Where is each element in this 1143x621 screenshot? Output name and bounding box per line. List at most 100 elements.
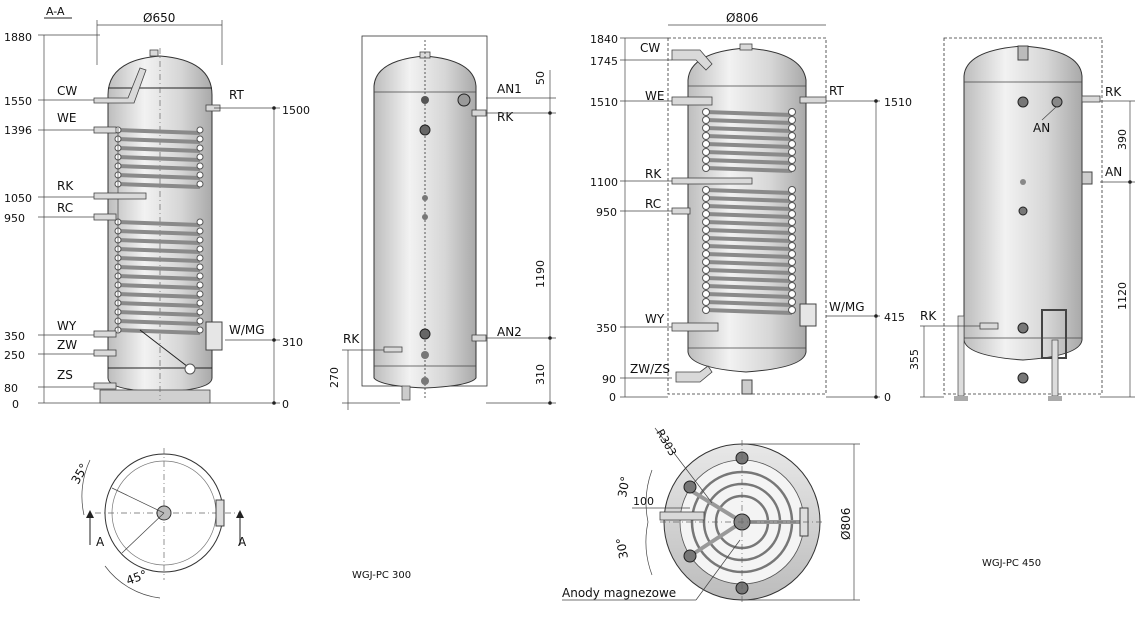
label-zwzs-450: ZW/ZS [630,362,670,376]
dim-950: 950 [4,212,25,225]
coil-turn [705,276,793,283]
coil-tube-section [702,132,710,140]
coil-tube-section [702,148,710,156]
dim-355: 355 [908,349,921,370]
wgj-pc300-section-view: A-A 1880 1550 1396 1050 950 350 250 80 0… [4,5,310,411]
coil-turn [705,268,793,275]
coil-tube-section [702,116,710,124]
coil-tube-section [702,186,710,194]
coil-turn [705,150,793,157]
coil-turn [705,300,793,307]
coil-tube-section [196,272,204,280]
coil-turn [117,238,201,245]
dim-1120: 1120 [1116,282,1129,310]
label-wy: WY [57,319,77,333]
coil-tube-section [788,108,796,116]
dim-1510-right: 1510 [884,96,912,109]
coil-turn [705,284,793,291]
coil-turn [117,265,201,272]
dim-0: 0 [12,398,19,411]
dim-1840: 1840 [590,33,618,46]
coil-tube-section [788,290,796,298]
dim-0-450: 0 [609,391,616,404]
wgj-pc450-section-view: Ø806 CW WE RK RC WY ZW/ZS RT W/MG 1840 1… [590,11,912,404]
coil-turn [705,134,793,141]
coil-tube-section [702,218,710,226]
coil-turn [117,301,201,308]
angle-30-bottom: 30° [613,537,630,560]
dim-1510: 1510 [590,96,618,109]
coil-tube-section [788,210,796,218]
coil-turn [117,155,201,162]
model-label-300: WGJ-PC 300 [352,570,411,581]
coil-turn [117,229,201,236]
coil-tube-section [196,308,204,316]
wgj-pc450-top-view: Ø806 R303 30° 30° 100 Anody magnezowe [562,427,860,602]
coil-tube-section [788,266,796,274]
anodes-label: Anody magnezowe [562,586,676,600]
coil-tube-section [788,116,796,124]
coil-turn [117,164,201,171]
angle-45: 45° [124,567,149,587]
diameter-806-top: Ø806 [839,508,853,540]
coil-tube-section [196,290,204,298]
coil-tube-section [702,124,710,132]
coil-turn [705,142,793,149]
wgj-pc300-top-view: 35° 45° A A [68,448,247,599]
coil-tube-section [702,226,710,234]
coil-turn [705,110,793,117]
label-rt: RT [229,88,244,102]
coil-turn [705,292,793,299]
dim-1745: 1745 [590,55,618,68]
label-rk-side: RK [497,110,514,124]
diameter-806: Ø806 [726,11,758,25]
dim-950-450: 950 [596,206,617,219]
coil-turn [117,137,201,144]
coil-turn [705,118,793,125]
dim-270: 270 [328,367,341,388]
coil-tube-section [196,162,204,170]
coil-tube-section [702,202,710,210]
coil-tube-section [788,298,796,306]
coil-tube-section [788,282,796,290]
dim-390: 390 [1116,129,1129,150]
label-an2: AN2 [497,325,522,339]
coil-turn [705,308,793,315]
label-we: WE [57,111,76,125]
wgj-pc450-side-view: AN RK AN RK 390 1120 355 [908,37,1135,401]
coil-tube-section [788,234,796,242]
coil-tube-section [196,227,204,235]
coil-tube-section [196,135,204,143]
coil-tube-section [788,258,796,266]
coil-turn [117,247,201,254]
coil-turn [117,173,201,180]
coil-turn [117,256,201,263]
coil-tube-section [196,254,204,262]
coil-tube-section [788,124,796,132]
coil-turn [705,196,793,203]
wgj-pc300-side-view: AN1 RK AN2 RK 50 1190 310 270 [328,35,556,410]
radius-303: R303 [653,427,679,458]
coil-turn [117,283,201,290]
coil-tube-section [196,263,204,271]
coil-tube-section [788,194,796,202]
coil-turn [705,228,793,235]
coil-turn [705,220,793,227]
coil-tube-section [702,156,710,164]
label-zw: ZW [57,338,77,352]
dim-1100: 1100 [590,176,618,189]
coil-turn [117,310,201,317]
label-rk-side-low: RK [343,332,360,346]
coil-tube-section [196,171,204,179]
coil-tube-section [788,306,796,314]
coil-turn [117,274,201,281]
coil-tube-section [196,126,204,134]
dim-50: 50 [534,71,547,85]
coil-turn [117,182,201,189]
dim-350-450: 350 [596,322,617,335]
label-an1: AN1 [497,82,522,96]
dim-1500: 1500 [282,104,310,117]
coil-tube-section [788,226,796,234]
label-cw: CW [57,84,77,98]
